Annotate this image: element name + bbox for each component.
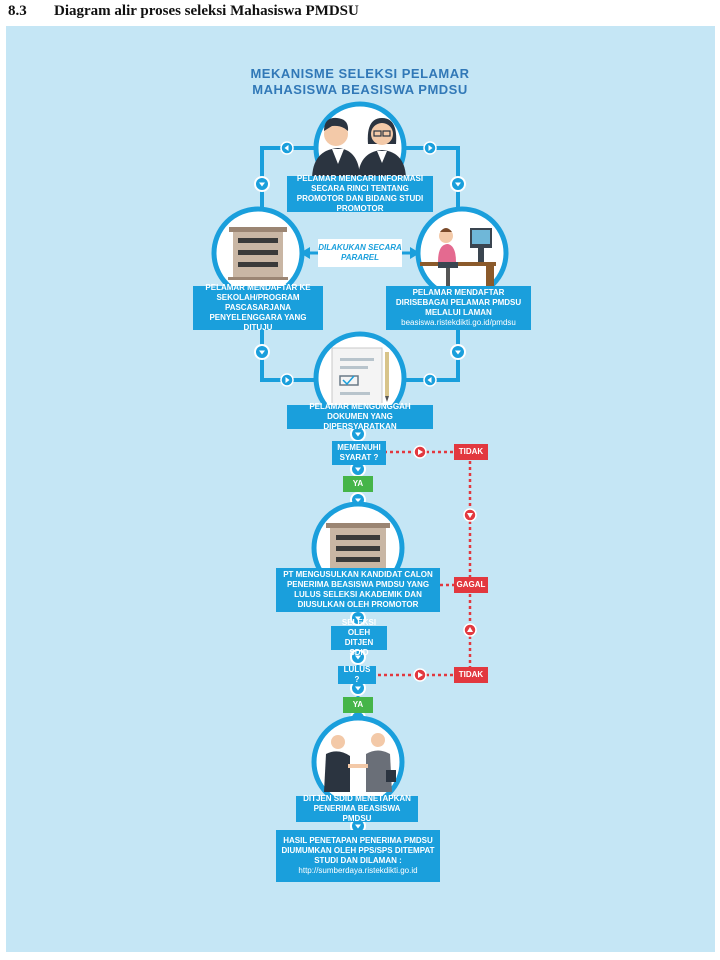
red-down-bullet (463, 508, 477, 522)
section-heading: 8.3 Diagram alir proses seleksi Mahasiswa… (8, 3, 359, 20)
building-icon (228, 227, 288, 280)
fail-label: GAGAL (454, 577, 488, 593)
step-register-self: PELAMAR MENDAFTAR DIRISEBAGAI PELAMAR PM… (386, 286, 531, 330)
step-decide-recipients: DITJEN SDID MENETAPKAN PENERIMA BEASISWA… (296, 794, 418, 823)
red-right-bullet-2 (413, 668, 427, 682)
section-title: Diagram alir proses seleksi Mahasiswa PM… (54, 3, 359, 19)
yes-label-2: YA (343, 697, 373, 713)
step-register-self-url: beasiswa.ristekdikti.go.id/pmdsu (401, 318, 516, 327)
parallel-label: DILAKUKAN SECARA PARAREL (318, 239, 402, 267)
desk-worker-icon (420, 228, 496, 289)
red-up-bullet (463, 623, 477, 637)
people-icon (312, 117, 406, 180)
yes-label-1: YA (343, 476, 373, 492)
step-register-self-text: PELAMAR MENDAFTAR DIRISEBAGAI PELAMAR PM… (395, 288, 522, 317)
document-icon (331, 347, 389, 411)
no-label-1: TIDAK (454, 444, 488, 460)
step-announce-url: http://sumberdaya.ristekdikti.go.id (298, 866, 418, 875)
step-upload-docs: PELAMAR MENGUNGGAH DOKUMEN YANG DIPERSYA… (287, 402, 433, 431)
no-label-2: TIDAK (454, 667, 488, 683)
diagram-title-line1: MEKANISME SELEKSI PELAMAR (250, 66, 470, 81)
step-register-school: PELAMAR MENDAFTAR KE SEKOLAH/PROGRAM PAS… (193, 283, 323, 332)
diagram-title-line2: MAHASISWA BEASISWA PMDSU (252, 82, 468, 97)
decision-pass: LULUS ? (338, 665, 376, 684)
step-search-info: PELAMAR MENCARI INFORMASI SECARA RINCI T… (287, 174, 433, 213)
decision-meets-requirements: MEMENUHI SYARAT ? (332, 441, 386, 465)
step-announce: HASIL PENETAPAN PENERIMA PMDSU DIUMUMKAN… (276, 830, 440, 882)
handshake-icon (324, 733, 396, 792)
step-selection: SELEKSI OLEH DITJEN SDID (331, 618, 387, 657)
step-propose-candidates: PT MENGUSULKAN KANDIDAT CALON PENERIMA B… (276, 568, 440, 612)
step-announce-text: HASIL PENETAPAN PENERIMA PMDSU DIUMUMKAN… (281, 836, 435, 865)
section-number: 8.3 (8, 3, 27, 19)
red-right-bullet-1 (413, 445, 427, 459)
